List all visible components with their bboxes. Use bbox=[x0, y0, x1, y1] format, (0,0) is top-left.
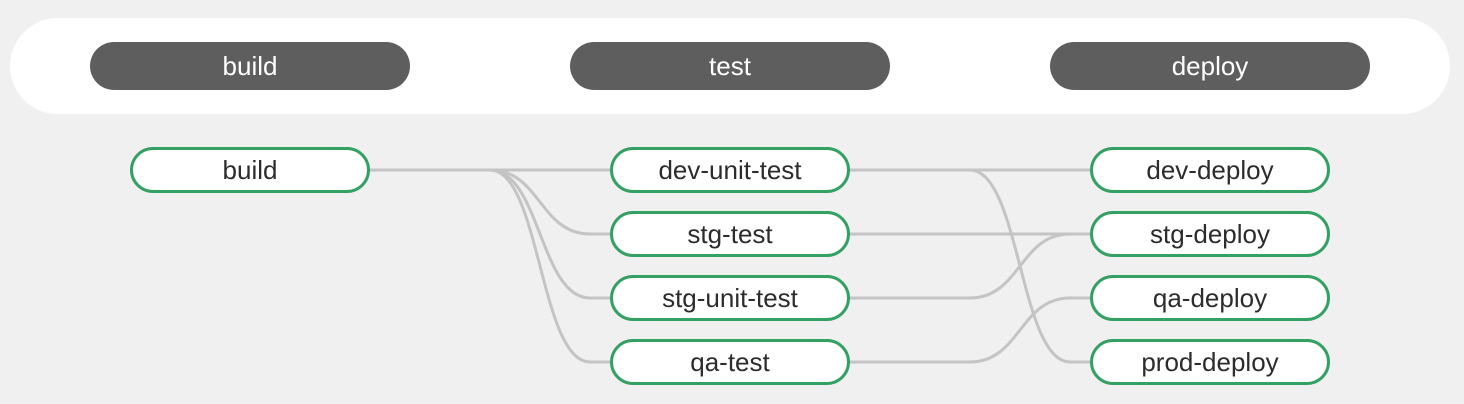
edge-build-stg-unit-test bbox=[370, 168, 610, 300]
job-stg-deploy[interactable]: stg-deploy bbox=[1090, 211, 1330, 257]
job-dev-deploy[interactable]: dev-deploy bbox=[1090, 147, 1330, 193]
edge-build-stg-test bbox=[370, 168, 610, 236]
stage-test[interactable]: test bbox=[570, 42, 890, 90]
job-build[interactable]: build bbox=[130, 147, 370, 193]
stage-header-bar: build test deploy bbox=[10, 18, 1450, 114]
stage-build[interactable]: build bbox=[90, 42, 410, 90]
job-prod-deploy[interactable]: prod-deploy bbox=[1090, 339, 1330, 385]
job-stg-test[interactable]: stg-test bbox=[610, 211, 850, 257]
edge-dev-unit-test-prod-deploy bbox=[850, 168, 1090, 364]
job-qa-test[interactable]: qa-test bbox=[610, 339, 850, 385]
job-dev-unit-test[interactable]: dev-unit-test bbox=[610, 147, 850, 193]
stage-deploy[interactable]: deploy bbox=[1050, 42, 1370, 90]
edge-stg-unit-test-stg-deploy bbox=[850, 232, 1090, 300]
edge-qa-test-qa-deploy bbox=[850, 296, 1090, 364]
job-qa-deploy[interactable]: qa-deploy bbox=[1090, 275, 1330, 321]
job-stg-unit-test[interactable]: stg-unit-test bbox=[610, 275, 850, 321]
edge-build-qa-test bbox=[370, 168, 610, 364]
